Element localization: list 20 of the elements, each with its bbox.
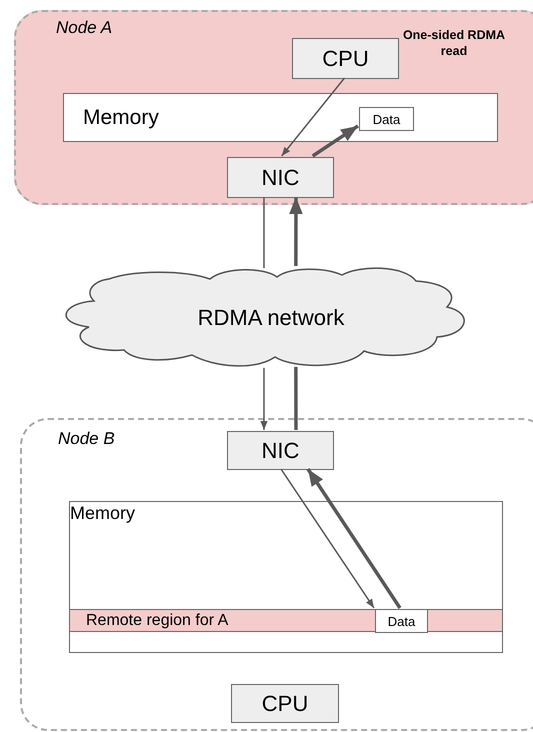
cpu-box: CPU (231, 684, 339, 723)
region-title: Node B (58, 430, 115, 449)
memory-box (69, 501, 503, 653)
memory-label: Memory (70, 504, 136, 524)
node-region (20, 418, 533, 731)
annotation-text: One-sided RDMA read (402, 27, 506, 60)
arrow (289, 197, 303, 266)
nic-box: NIC (227, 431, 334, 470)
data-box: Data (359, 107, 414, 131)
data-box: Data (375, 609, 428, 633)
region-title: Node A (56, 19, 112, 38)
cloud-label: RDMA network (198, 305, 344, 330)
arrow (280, 468, 375, 608)
node-region (14, 10, 533, 205)
memory-region-bar: Remote region for A Data (69, 609, 503, 632)
nic-box: NIC (227, 157, 334, 198)
cpu-box: CPU (292, 38, 399, 79)
arrow (260, 368, 268, 430)
memory-box: Memory Data (63, 93, 498, 142)
arrow (306, 468, 402, 609)
